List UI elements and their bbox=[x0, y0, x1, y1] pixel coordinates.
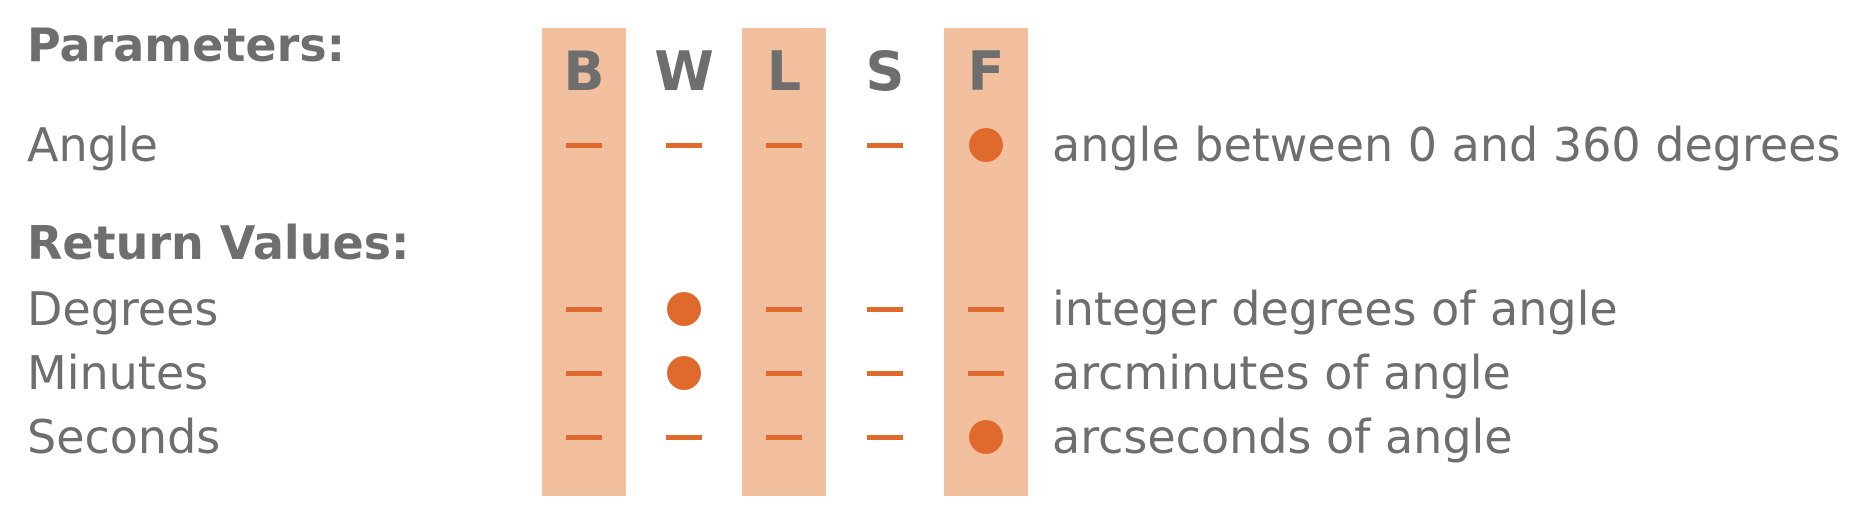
dash-marker bbox=[566, 434, 602, 440]
column-band-l bbox=[742, 28, 826, 496]
row-label-angle: Angle bbox=[27, 118, 158, 172]
column-header-w: W bbox=[654, 40, 714, 103]
dash-marker bbox=[666, 434, 702, 440]
dash-marker bbox=[766, 306, 802, 312]
dash-marker bbox=[566, 306, 602, 312]
dot-marker bbox=[969, 420, 1003, 454]
dash-marker bbox=[766, 142, 802, 148]
row-label-seconds: Seconds bbox=[27, 410, 221, 464]
column-header-s: S bbox=[865, 40, 905, 103]
mark-minutes-l bbox=[742, 346, 826, 400]
mark-seconds-w bbox=[642, 410, 726, 464]
dash-marker bbox=[867, 370, 903, 376]
mark-angle-b bbox=[542, 118, 626, 172]
mark-degrees-b bbox=[542, 282, 626, 336]
return-values-title: Return Values: bbox=[27, 216, 410, 270]
dash-marker bbox=[666, 142, 702, 148]
dot-marker bbox=[667, 356, 701, 390]
dot-marker bbox=[667, 292, 701, 326]
mark-degrees-f bbox=[944, 282, 1028, 336]
row-description-angle: angle between 0 and 360 degrees bbox=[1052, 118, 1841, 172]
row-label-minutes: Minutes bbox=[27, 346, 209, 400]
mark-seconds-l bbox=[742, 410, 826, 464]
mark-angle-f bbox=[944, 118, 1028, 172]
row-label-degrees: Degrees bbox=[27, 282, 219, 336]
dash-marker bbox=[566, 142, 602, 148]
mark-minutes-b bbox=[542, 346, 626, 400]
mark-seconds-s bbox=[843, 410, 927, 464]
column-band-f bbox=[944, 28, 1028, 496]
mark-degrees-s bbox=[843, 282, 927, 336]
dash-marker bbox=[566, 370, 602, 376]
mark-minutes-s bbox=[843, 346, 927, 400]
mark-degrees-l bbox=[742, 282, 826, 336]
mark-angle-s bbox=[843, 118, 927, 172]
mark-degrees-w bbox=[642, 282, 726, 336]
dash-marker bbox=[766, 434, 802, 440]
row-description-minutes: arcminutes of angle bbox=[1052, 346, 1511, 400]
mark-minutes-f bbox=[944, 346, 1028, 400]
column-band-b bbox=[542, 28, 626, 496]
dash-marker bbox=[867, 434, 903, 440]
dash-marker bbox=[968, 306, 1004, 312]
dash-marker bbox=[766, 370, 802, 376]
mark-angle-l bbox=[742, 118, 826, 172]
dot-marker bbox=[969, 128, 1003, 162]
row-description-seconds: arcseconds of angle bbox=[1052, 410, 1513, 464]
dash-marker bbox=[968, 370, 1004, 376]
mark-seconds-b bbox=[542, 410, 626, 464]
column-header-l: L bbox=[766, 40, 802, 103]
column-header-b: B bbox=[563, 40, 605, 103]
row-description-degrees: integer degrees of angle bbox=[1052, 282, 1618, 336]
column-header-f: F bbox=[967, 40, 1005, 103]
dash-marker bbox=[867, 306, 903, 312]
parameters-title: Parameters: bbox=[27, 18, 346, 72]
mark-angle-w bbox=[642, 118, 726, 172]
dash-marker bbox=[867, 142, 903, 148]
mark-seconds-f bbox=[944, 410, 1028, 464]
mark-minutes-w bbox=[642, 346, 726, 400]
